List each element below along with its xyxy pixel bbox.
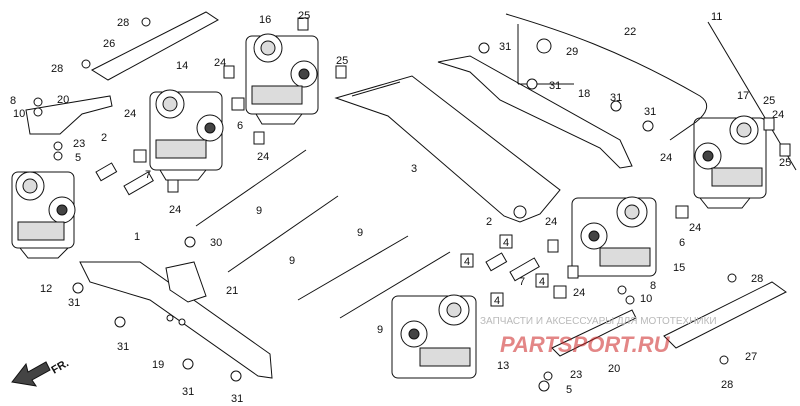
callout-31: 31 (117, 341, 129, 353)
callout-1: 1 (134, 231, 140, 243)
small-parts (33, 17, 791, 392)
callout-16: 16 (259, 14, 271, 26)
callout-3: 3 (411, 163, 417, 175)
callout-4: 4 (503, 237, 509, 249)
callout-30: 30 (210, 237, 222, 249)
callout-9: 9 (377, 324, 383, 336)
callout-20: 20 (608, 363, 620, 375)
callout-28: 28 (721, 379, 733, 391)
callout-31: 31 (644, 106, 656, 118)
callout-24: 24 (689, 222, 701, 234)
callout-9: 9 (357, 227, 363, 239)
callout-29: 29 (566, 46, 578, 58)
carburetor-13 (391, 294, 477, 379)
callout-8: 8 (650, 280, 656, 292)
callout-24: 24 (124, 108, 136, 120)
callout-2: 2 (486, 216, 492, 228)
callout-25: 25 (336, 55, 348, 67)
callout-9: 9 (289, 255, 295, 267)
watermark: ЗАПЧАСТИ И АКСЕССУАРЫ ДЛЯ МОТОТЕХНИКИ PA… (480, 316, 717, 357)
callout-24: 24 (257, 151, 269, 163)
front-arrow (11, 361, 51, 387)
cable-22 (505, 13, 708, 141)
bracket-19 (79, 261, 273, 379)
carburetor-16 (245, 33, 319, 125)
bracket-21 (165, 261, 207, 303)
callout-13: 13 (497, 360, 509, 372)
callout-25: 25 (298, 10, 310, 22)
watermark-logo: PARTSPORT.RU (500, 332, 671, 357)
callout-6: 6 (237, 120, 243, 132)
callout-31: 31 (231, 393, 243, 405)
callout-9: 9 (256, 205, 262, 217)
callout-21: 21 (226, 285, 238, 297)
callout-17: 17 (737, 90, 749, 102)
callout-28: 28 (751, 273, 763, 285)
carburetor-12 (11, 171, 76, 259)
boxed-callouts (460, 234, 549, 307)
carburetor-14 (149, 89, 224, 181)
callout-24: 24 (772, 109, 784, 121)
rods (195, 149, 451, 319)
callout-4: 4 (539, 276, 545, 288)
plate-20-left (25, 95, 113, 135)
callout-8: 8 (10, 95, 16, 107)
callout-23: 23 (73, 138, 85, 150)
callout-7: 7 (519, 276, 525, 288)
link-arm-3 (334, 75, 561, 223)
carburetor-15 (571, 196, 657, 277)
callout-22: 22 (624, 26, 636, 38)
callout-10: 10 (640, 293, 652, 305)
callout-31: 31 (68, 297, 80, 309)
callout-23: 23 (570, 369, 582, 381)
callout-18: 18 (578, 88, 590, 100)
plate-20-right (551, 309, 637, 357)
callout-28: 28 (51, 63, 63, 75)
watermark-text: ЗАПЧАСТИ И АКСЕССУАРЫ ДЛЯ МОТОТЕХНИКИ (480, 316, 717, 327)
callout-11: 11 (711, 11, 722, 23)
callout-26: 26 (103, 38, 115, 50)
callout-4: 4 (464, 256, 470, 268)
front-marker-label: FR. (50, 357, 71, 376)
rail-26 (90, 11, 219, 81)
callout-31: 31 (610, 92, 622, 104)
callout-6: 6 (679, 237, 685, 249)
callout-27: 27 (745, 351, 757, 363)
carburetor-17 (693, 115, 767, 209)
callout-31: 31 (549, 80, 561, 92)
callout-12: 12 (40, 283, 52, 295)
callout-28: 28 (117, 17, 129, 29)
callout-24: 24 (573, 287, 585, 299)
callout-20: 20 (57, 94, 69, 106)
callout-31: 31 (182, 386, 194, 398)
callout-25: 25 (779, 157, 791, 169)
callout-5: 5 (75, 152, 81, 164)
callout-4: 4 (494, 295, 500, 307)
callout-labels: 1 2 2 3 4 4 4 4 5 5 6 6 7 7 8 8 9 9 9 9 … (10, 10, 791, 405)
callout-31: 31 (499, 41, 511, 53)
callout-15: 15 (673, 262, 685, 274)
callout-5: 5 (566, 384, 572, 396)
callout-14: 14 (176, 60, 188, 72)
callout-10: 10 (13, 108, 25, 120)
callout-24: 24 (660, 152, 672, 164)
callout-24: 24 (545, 216, 557, 228)
callout-25: 25 (763, 95, 775, 107)
callout-24: 24 (169, 204, 181, 216)
callout-24: 24 (214, 57, 226, 69)
rail-27 (663, 281, 787, 349)
callout-7: 7 (145, 169, 151, 181)
callout-2: 2 (101, 132, 107, 144)
callout-19: 19 (152, 359, 164, 371)
